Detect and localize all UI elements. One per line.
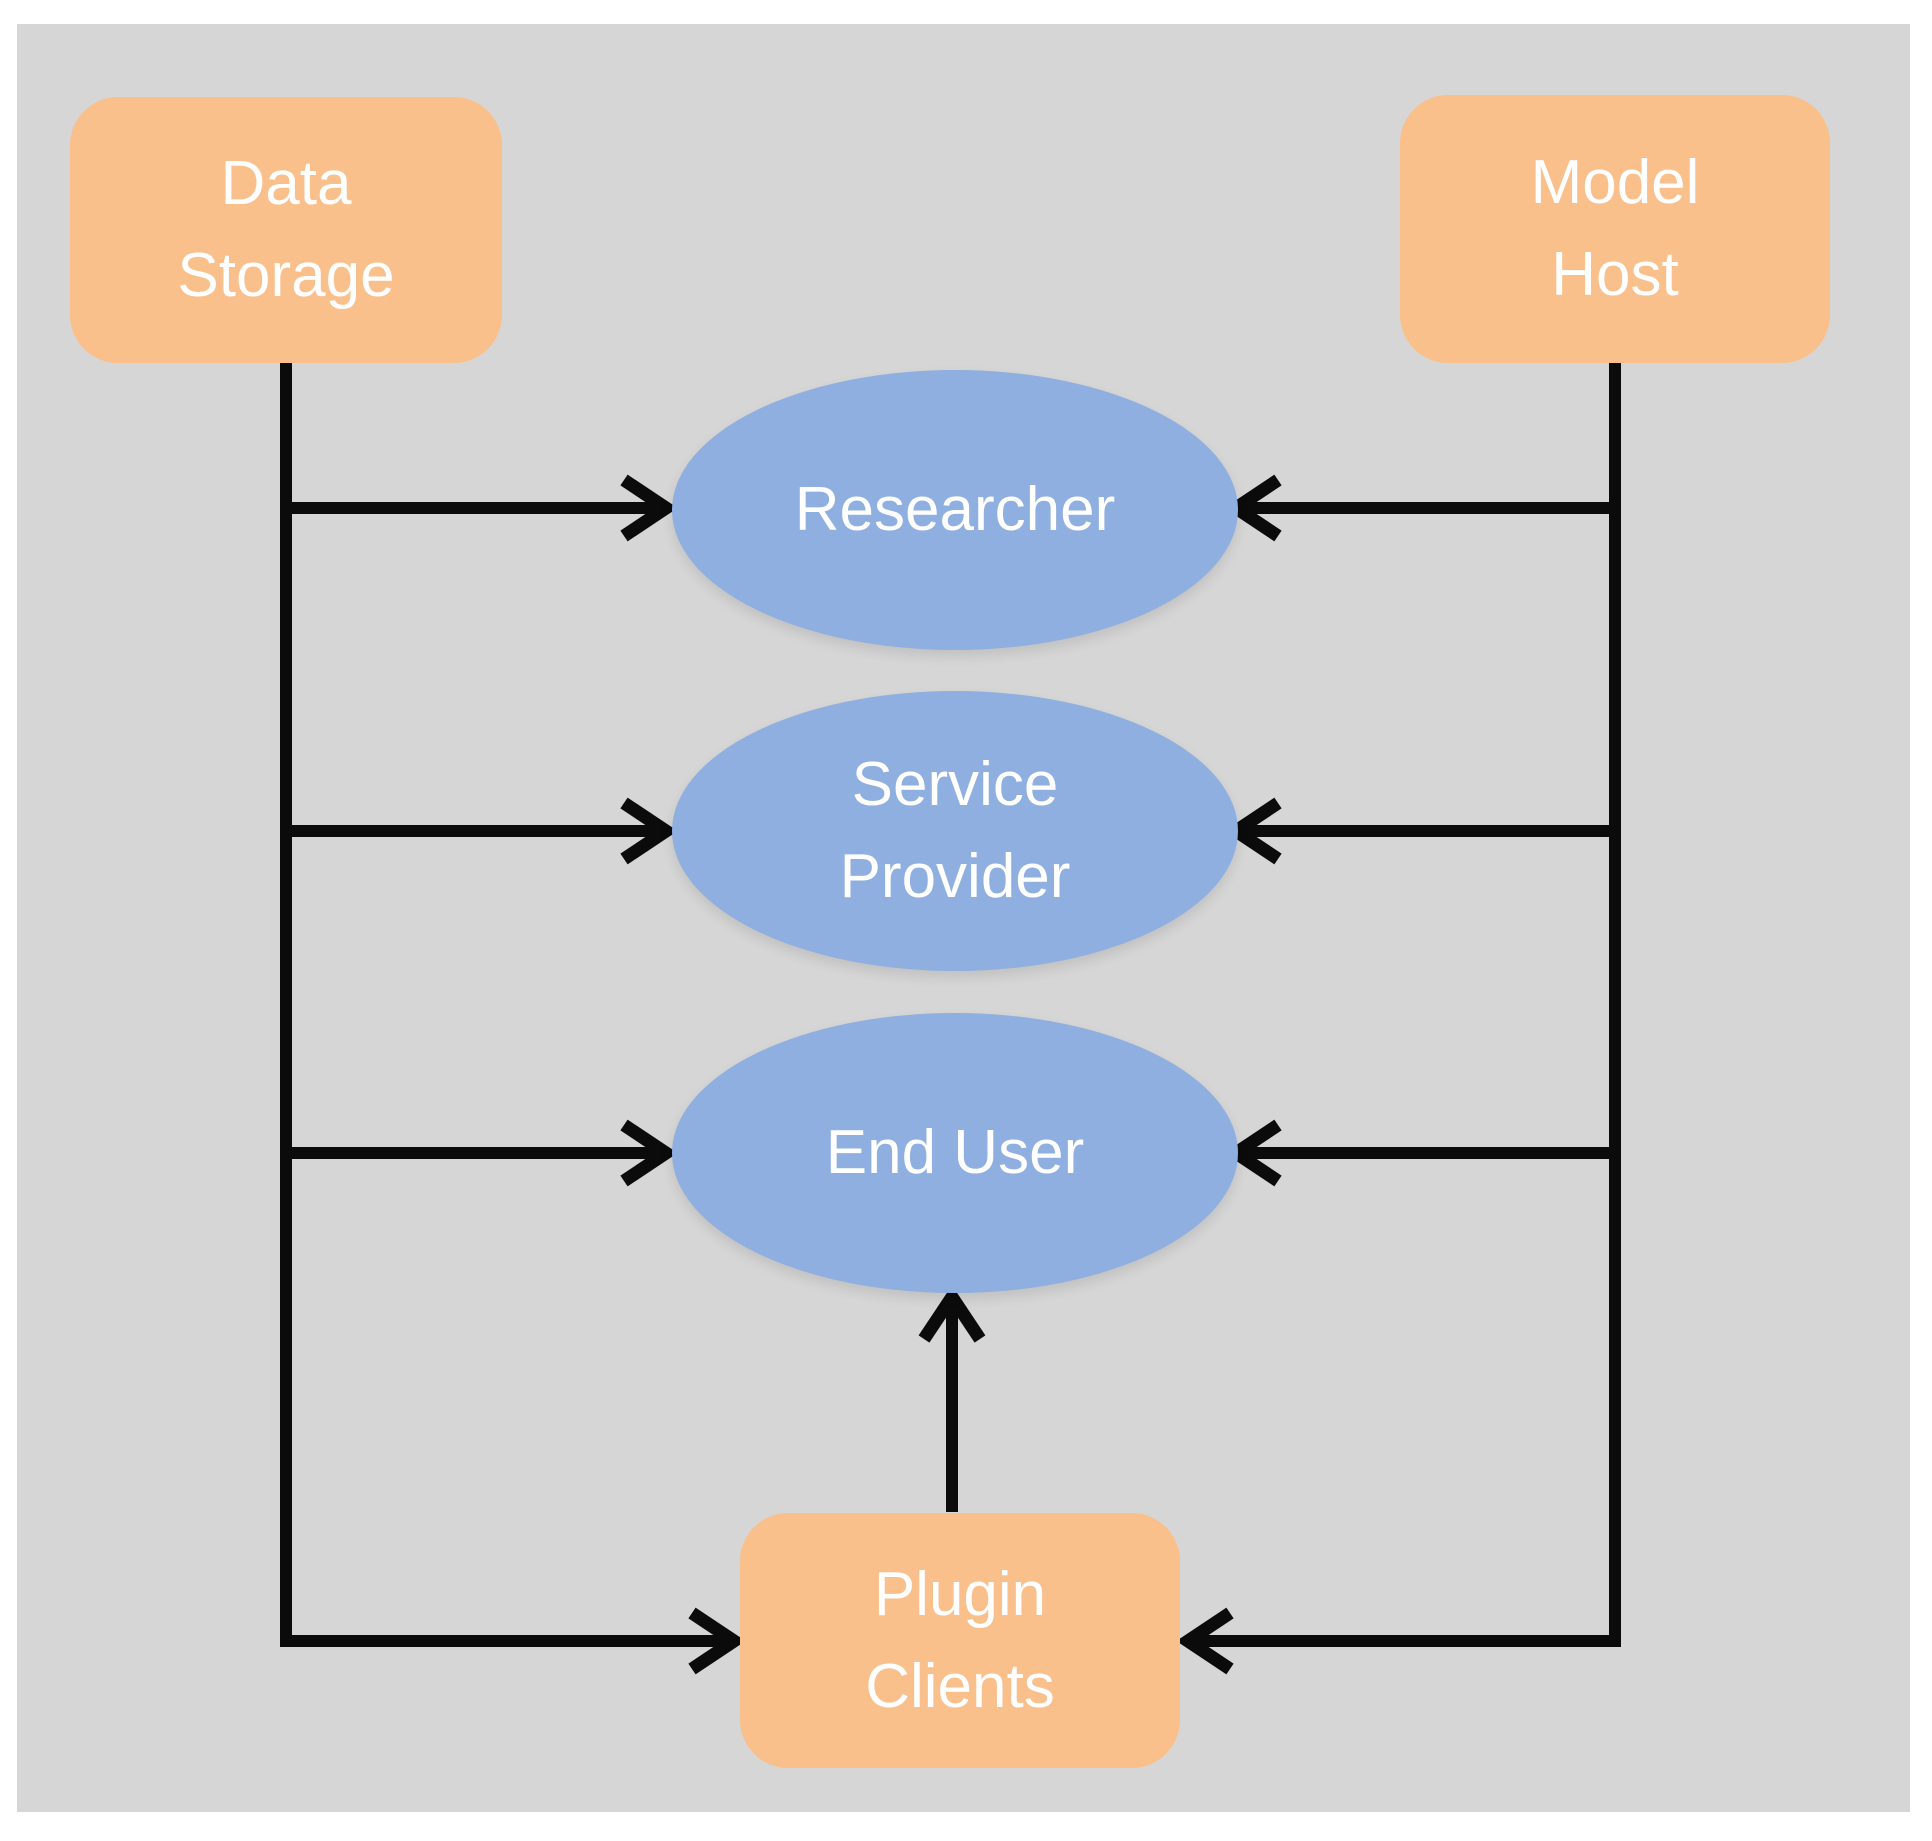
plugin-clients-label-line2: Clients <box>865 1651 1055 1721</box>
researcher-label: Researcher <box>794 475 1116 545</box>
edge-data-storage-to-plugin-clients <box>280 363 728 1647</box>
plugin-clients-label-line1: Plugin <box>873 1559 1047 1629</box>
data-storage-label-line1: Data <box>220 149 352 219</box>
data-storage-node: Data Storage <box>70 97 502 363</box>
edge-model-host-to-plugin-clients <box>1194 363 1621 1647</box>
end-user-label: End User <box>825 1118 1085 1188</box>
model-host-label-line1: Model <box>1530 148 1700 218</box>
service-provider-label-line1: Service <box>851 750 1059 820</box>
arrowhead-right-service-provider <box>620 797 678 865</box>
arrowhead-right-end-user <box>620 1119 678 1187</box>
end-user-node: End User <box>672 1013 1238 1293</box>
data-storage-label-line2: Storage <box>177 241 395 310</box>
plugin-clients-node: Plugin Clients <box>740 1513 1180 1768</box>
model-host-node: Model Host <box>1400 95 1830 363</box>
arrowhead-right-researcher <box>620 474 678 542</box>
arrowhead-up-end-user <box>918 1285 986 1343</box>
researcher-node: Researcher <box>672 370 1238 650</box>
arrowhead-left-plugin-clients <box>1176 1607 1234 1675</box>
arrowhead-right-plugin-clients <box>688 1607 746 1675</box>
service-provider-node: Service Provider <box>672 691 1238 971</box>
service-provider-label-line2: Provider <box>839 842 1071 911</box>
model-host-label-line2: Host <box>1551 240 1679 309</box>
